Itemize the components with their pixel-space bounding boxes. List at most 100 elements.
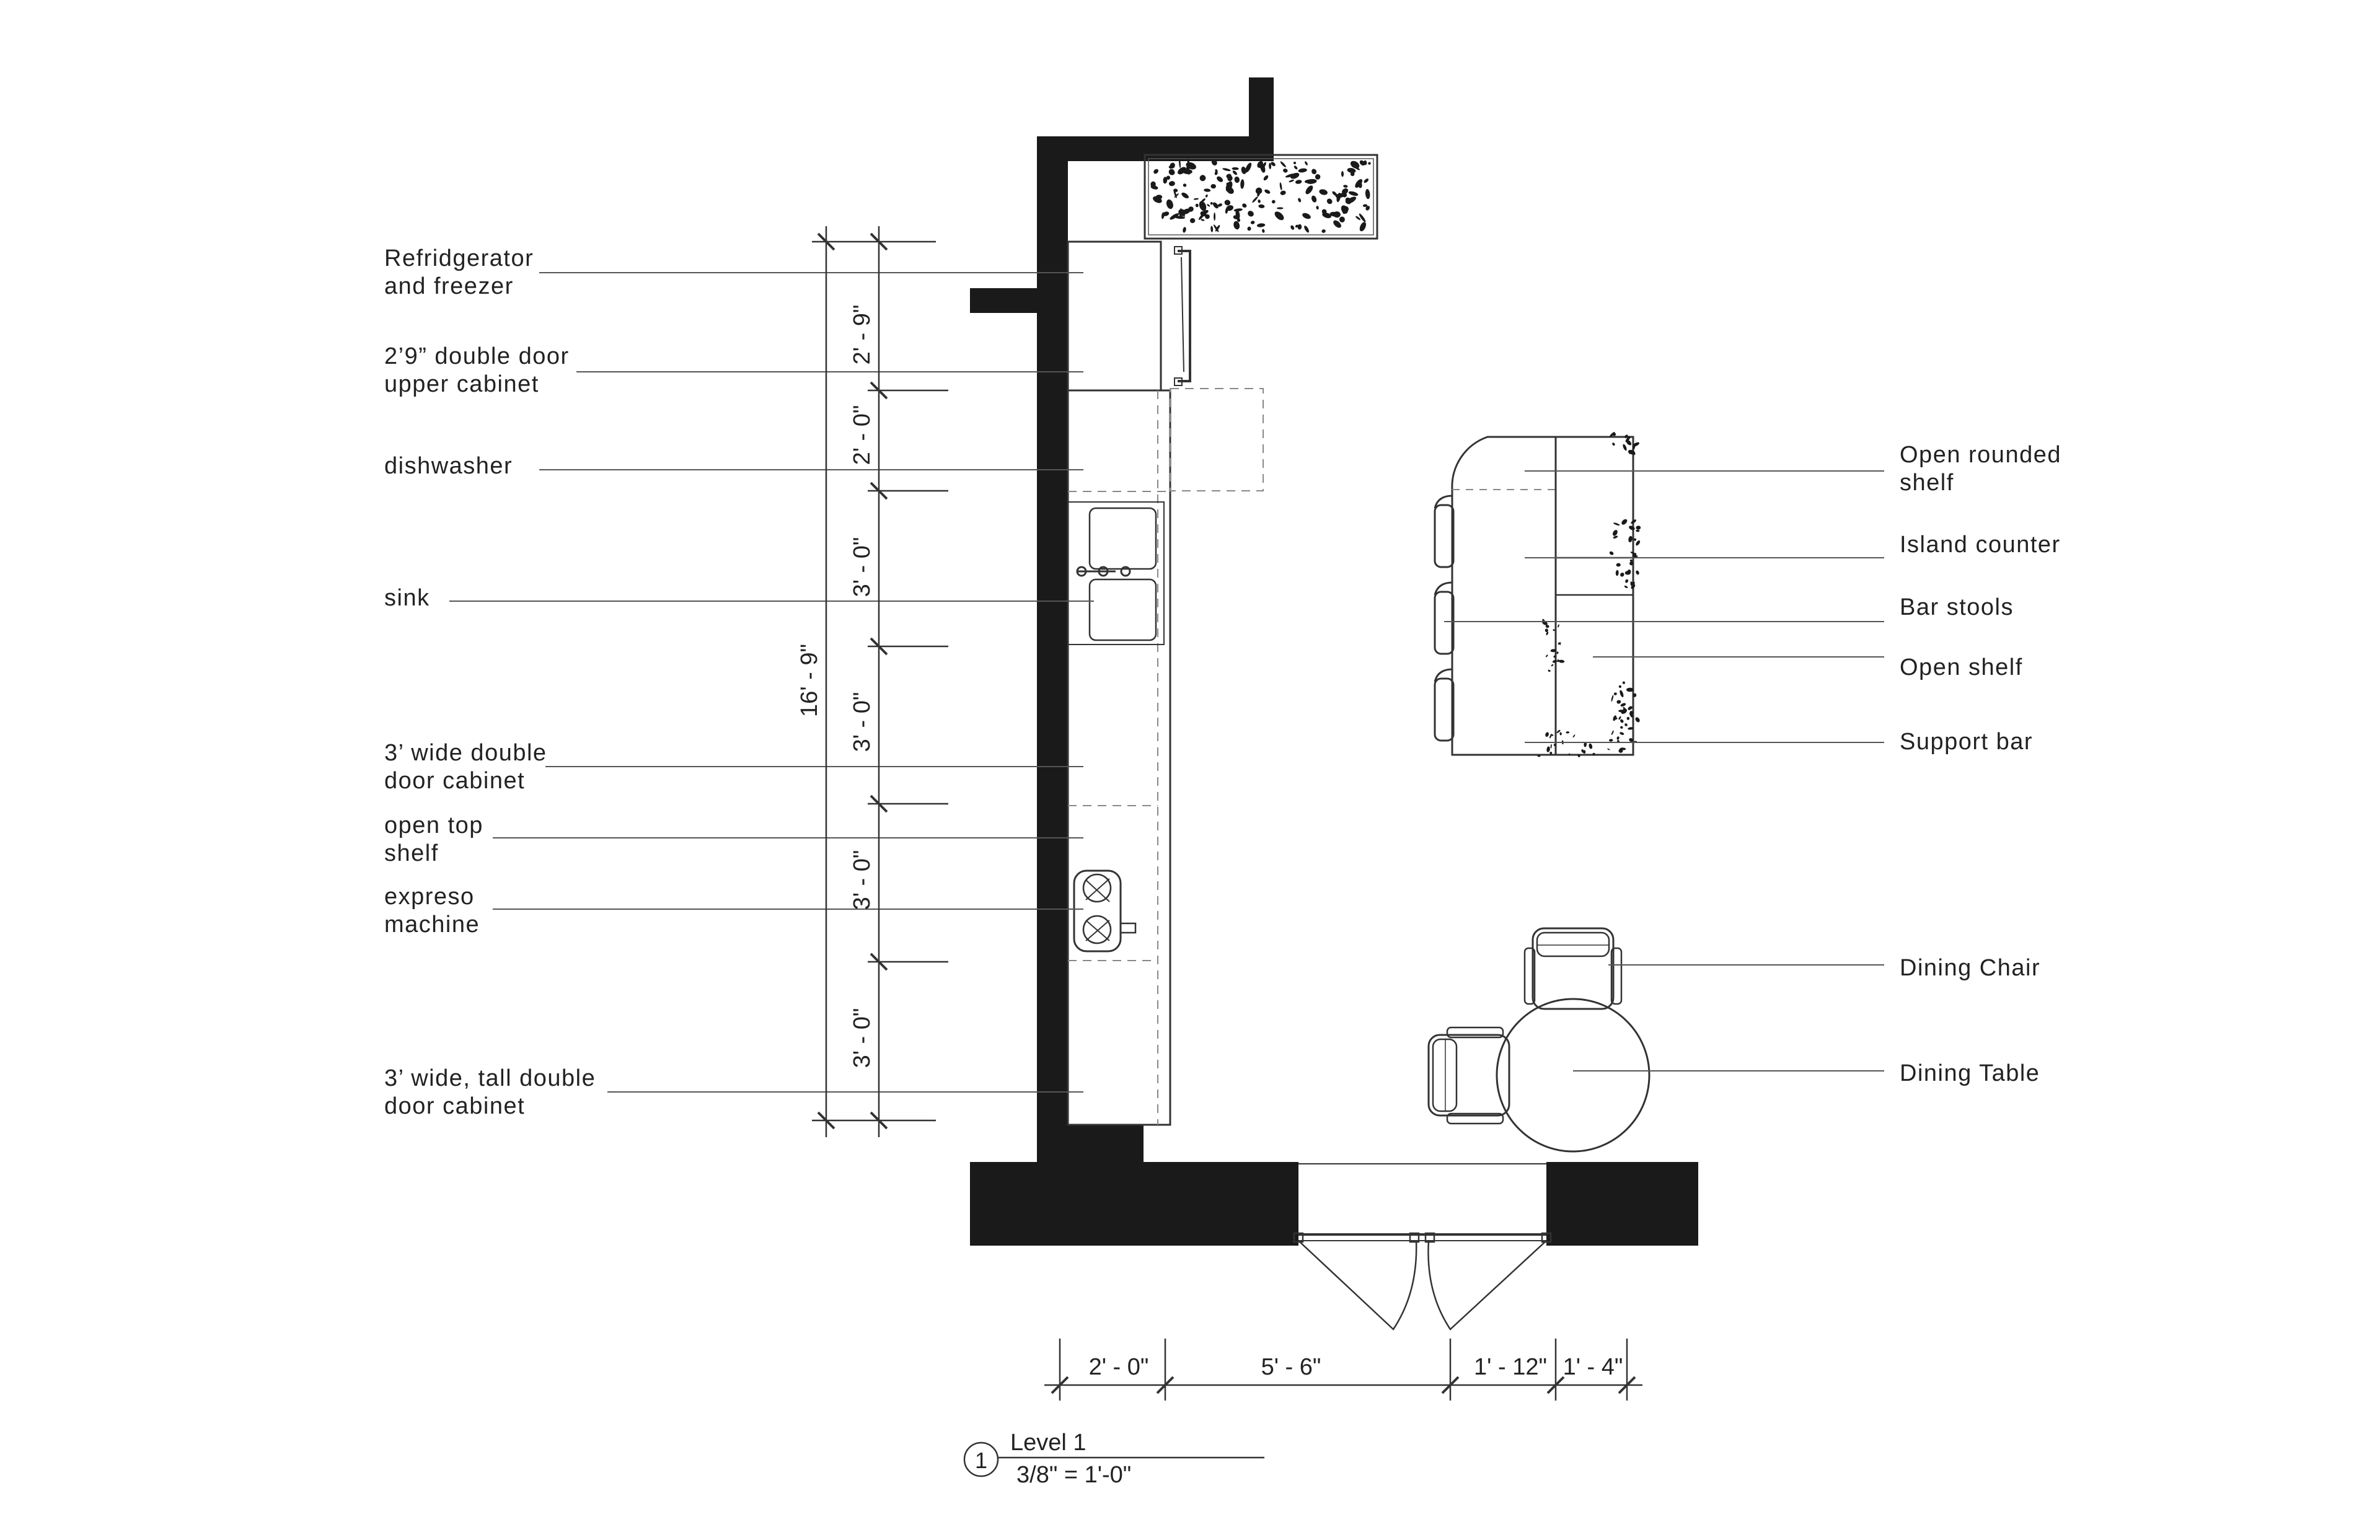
open-shelf-unit (1554, 436, 1634, 756)
foliage-leaf (1181, 192, 1189, 199)
foliage-leaf (1188, 206, 1194, 212)
foliage-leaf (1204, 188, 1211, 192)
foliage-leaf (1556, 651, 1559, 654)
foliage-leaf (1572, 734, 1576, 738)
foliage-leaf (1365, 189, 1370, 200)
bar-stools (1434, 495, 1455, 742)
foliage-leaf (1612, 432, 1616, 436)
foliage-leaf (1628, 535, 1633, 543)
fridge-door (1178, 250, 1191, 382)
door-leaf-left (1298, 1240, 1417, 1331)
foliage-leaf (1551, 664, 1554, 667)
horizontal-dimension-text: 2' - 0" 5' - 6" 1' - 12" 1' - 4" (1089, 1354, 1623, 1380)
foliage-leaf (1163, 177, 1168, 184)
foliage-leaf (1631, 581, 1635, 585)
foliage-leaf (1624, 434, 1628, 439)
label-line: door cabinet (384, 1093, 526, 1119)
dining-chair-left (1427, 1026, 1510, 1125)
foliage-leaf (1168, 181, 1175, 187)
foliage-leaf (1620, 690, 1624, 697)
foliage-leaf (1557, 659, 1559, 662)
foliage-leaf (1629, 738, 1633, 742)
foliage-leaf (1589, 743, 1593, 749)
foliage-leaf (1628, 450, 1631, 454)
foliage-leaf (1226, 205, 1234, 211)
foliage-leaf (1297, 224, 1302, 230)
foliage-leaf (1263, 162, 1266, 168)
foliage-leaf (1609, 551, 1614, 555)
label-line: Open shelf (1900, 654, 2023, 680)
foliage-leaf (1607, 748, 1610, 750)
vertical-dimension-lines (812, 226, 948, 1137)
foliage-leaf (1630, 552, 1636, 555)
foliage-leaf (1545, 628, 1548, 633)
foliage-leaf (1577, 754, 1580, 757)
foliage-leaf (1553, 629, 1555, 631)
foliage-leaf (1359, 160, 1365, 166)
foliage-leaf (1236, 218, 1241, 222)
view-title: 1 Level 1 3/8" = 1'-0" (963, 1430, 1264, 1488)
foliage-leaf (1248, 211, 1254, 217)
foliage-leaf (1616, 700, 1621, 704)
label-dining-table: Dining Table (1900, 1060, 2040, 1088)
label-line: door cabinet (384, 768, 526, 794)
foliage-leaf (1201, 209, 1209, 215)
foliage-leaf (1242, 203, 1247, 208)
foliage-leaf (1609, 739, 1613, 742)
foliage-leaf (1636, 540, 1641, 546)
foliage-leaf (1631, 519, 1637, 524)
foliage-leaf (1620, 719, 1624, 723)
foliage-leaf (1633, 538, 1637, 541)
foliage-leaf (1620, 703, 1626, 707)
foliage-leaf (1255, 187, 1263, 195)
foliage-leaf (1311, 195, 1317, 203)
foliage-leaf (1566, 731, 1570, 734)
foliage-leaf (1624, 723, 1628, 726)
foliage-leaf (1633, 452, 1636, 455)
foliage-leaf (1636, 570, 1639, 575)
label-dishwasher: dishwasher (384, 452, 513, 480)
label-line: 2’9” double door (384, 343, 570, 369)
foliage-leaf (1333, 220, 1341, 228)
foliage-leaf (1620, 726, 1623, 729)
h-dim-3: 1' - 12" (1474, 1354, 1547, 1380)
island-counter-outline (1451, 436, 1557, 756)
foliage-leaf (1150, 181, 1156, 188)
foliage-leaf (1592, 752, 1595, 756)
foliage-leaf (1179, 159, 1181, 169)
foliage-leaf (1271, 162, 1276, 167)
label-open-rounded-shelf: Open rounded shelf (1900, 441, 2061, 497)
foliage-leaf (1173, 189, 1177, 198)
foliage-leaf (1212, 202, 1219, 209)
refrigerator (1067, 240, 1162, 392)
foliage-leaf (1620, 732, 1624, 735)
sink-outline (1067, 501, 1165, 645)
foliage-leaf (1633, 442, 1640, 447)
label-line: 3’ wide, tall double (384, 1065, 596, 1091)
planter-box (1144, 154, 1378, 240)
foliage-leaf (1629, 561, 1634, 566)
foliage-leaf (1636, 526, 1641, 530)
label-line: 3’ wide double (384, 740, 547, 766)
label-line: Dining Chair (1900, 955, 2041, 981)
foliage-leaf (1623, 444, 1627, 451)
foliage-leaf (1316, 206, 1319, 210)
foliage-leaf (1623, 706, 1626, 711)
foliage-leaf (1627, 570, 1631, 573)
foliage-leaf (1163, 211, 1170, 216)
foliage-leaf (1193, 198, 1199, 200)
foliage-leaf (1583, 750, 1586, 754)
foliage-leaf (1304, 179, 1316, 183)
foliage-leaf (1225, 208, 1228, 214)
foliage-leaf (1276, 207, 1284, 209)
foliage-leaf (1171, 169, 1175, 175)
foliage-leaf (1199, 175, 1206, 182)
foliage-leaf (1559, 732, 1562, 736)
foliage-leaf (1199, 201, 1207, 211)
label-line: Refridgerator (384, 245, 534, 271)
dining-table (1496, 998, 1651, 1153)
foliage-leaf (1250, 221, 1255, 224)
foliage-leaf (1322, 212, 1331, 219)
foliage-leaf (1629, 526, 1635, 530)
foliage-leaf (1183, 183, 1187, 187)
